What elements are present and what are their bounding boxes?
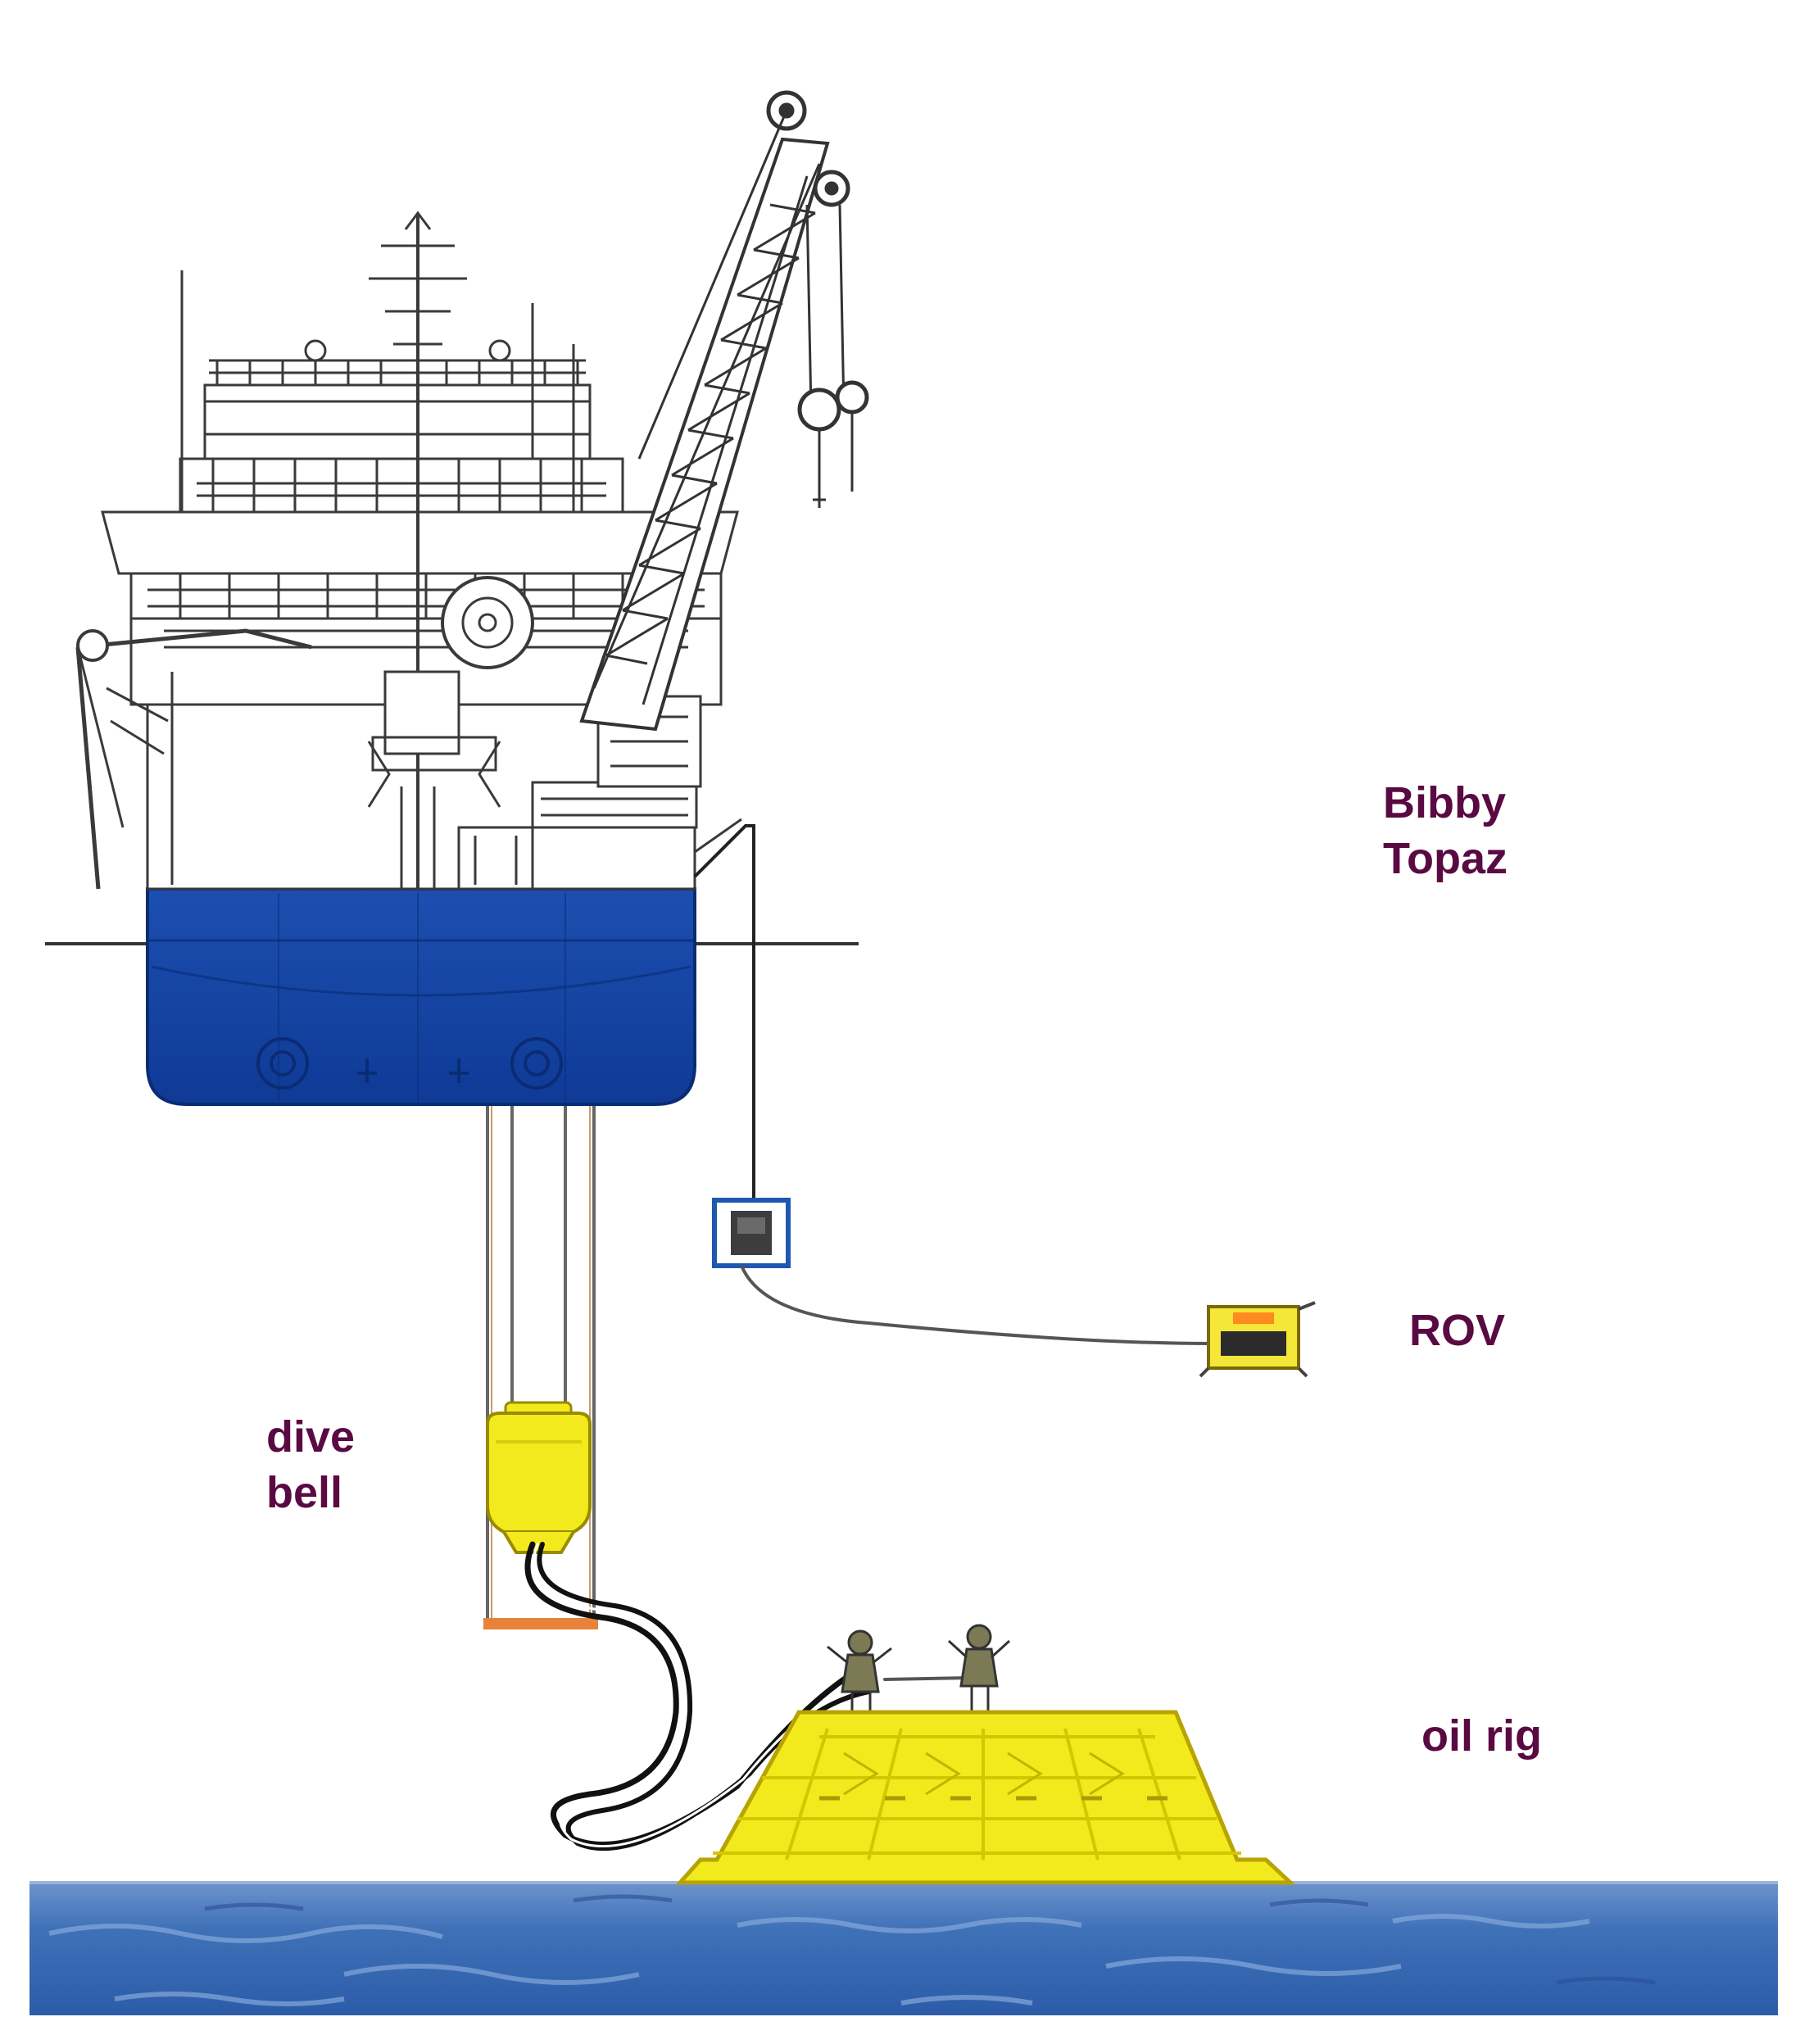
dive-bell-system bbox=[483, 1106, 1011, 1851]
ship bbox=[75, 90, 869, 1196]
label-oil-rig-text: oil rig bbox=[1421, 1711, 1542, 1761]
rov-system bbox=[712, 1196, 1316, 1378]
subsea-structure bbox=[675, 1710, 1296, 1885]
rov-tether bbox=[740, 1265, 1213, 1345]
clump-weight bbox=[483, 1618, 598, 1629]
label-bibby-topaz-line1: Bibby bbox=[1383, 778, 1507, 827]
tether-management-cage bbox=[712, 1198, 791, 1268]
diver-icon bbox=[827, 1629, 892, 1719]
label-dive-bell-line2: bell bbox=[266, 1468, 343, 1517]
label-rov: ROV bbox=[1409, 1303, 1505, 1358]
seabed bbox=[29, 1881, 1778, 2015]
label-bibby-topaz: Bibby Topaz bbox=[1383, 775, 1508, 886]
label-dive-bell-line1: dive bbox=[266, 1412, 356, 1462]
crane-boom bbox=[579, 90, 869, 732]
thruster-icon bbox=[256, 1037, 563, 1090]
ship-hull bbox=[146, 887, 696, 1106]
dive-bell-icon bbox=[486, 1401, 592, 1554]
label-rov-text: ROV bbox=[1409, 1306, 1506, 1355]
diver-icon bbox=[947, 1624, 1011, 1714]
diver-umbilicals bbox=[524, 1541, 973, 1851]
label-bibby-topaz-line2: Topaz bbox=[1383, 834, 1508, 883]
rov-vehicle-icon bbox=[1199, 1301, 1316, 1378]
label-dive-bell: dive bell bbox=[266, 1409, 355, 1521]
label-oil-rig: oil rig bbox=[1421, 1708, 1542, 1764]
